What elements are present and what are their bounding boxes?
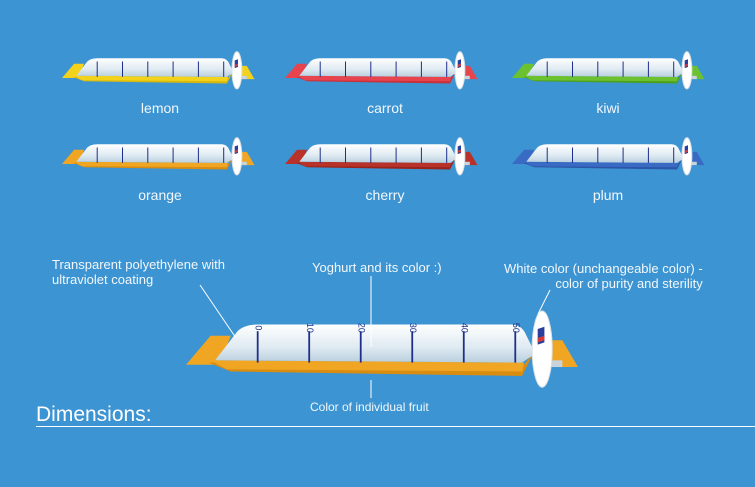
variant-kiwi [512,51,705,90]
flange-disc [681,137,693,176]
leader-packaging [199,284,237,339]
tube-fruit-band [210,360,525,372]
plunger-stub [462,75,470,80]
variant-plum [512,137,705,176]
scale-mark-label: 50 [511,323,521,333]
variant-label-plum: plum [592,187,624,203]
callout-white-line1: White color (unchangeable color) - [504,261,703,276]
tube-fruit-band [297,75,452,82]
flange-disc [454,51,466,90]
callout-white-line2: color of purity and sterility [555,276,703,291]
tube-body [76,58,234,77]
callout-fruit-color: Color of individual fruit [310,400,429,414]
flange-disc [531,310,553,388]
tube-fruit-band [524,75,679,82]
variant-label-lemon: lemon [140,100,180,116]
plunger-stub [546,360,563,368]
plunger-stub [689,75,697,80]
variant-label-carrot: carrot [367,100,403,116]
leader-white-color [537,289,551,315]
scale-mark-label: 0 [253,325,263,330]
plunger-stub [462,161,470,166]
variant-label-orange: orange [138,187,182,203]
variant-lemon [62,51,255,90]
plunger-stub [689,161,697,166]
scale-mark-label: 30 [408,323,418,333]
callout-white-color: White color (unchangeable color) - color… [504,261,703,291]
tube-fruit-band [74,161,229,168]
tube-fruit-band [524,161,679,168]
variant-label-kiwi: kiwi [596,100,620,116]
dimensions-divider [36,426,755,427]
variant-cherry [285,137,478,176]
flange-disc [454,137,466,176]
variant-orange [62,137,255,176]
flange-disc [231,137,243,176]
callout-packaging-line2: ultraviolet coating [52,272,154,287]
callout-packaging-line1: Transparent polyethylene with [52,257,225,272]
tube-body [526,58,684,77]
main-product: 0 10 20 30 40 50 [186,310,578,388]
tube-body [299,144,457,163]
tube-body [215,324,536,363]
dimensions-title: Dimensions: [36,403,152,426]
tube-body [526,144,684,163]
flange-disc [681,51,693,90]
variant-carrot [285,51,478,90]
variant-label-cherry: cherry [365,187,405,203]
plunger-stub [239,161,247,166]
tube-body [76,144,234,163]
tube-fruit-band [74,75,229,82]
flange-disc [231,51,243,90]
tube-body [299,58,457,77]
plunger-stub [239,75,247,80]
tube-fruit-band [297,161,452,168]
callout-packaging: Transparent polyethylene with ultraviole… [52,257,225,287]
scale-mark-label: 20 [356,323,366,333]
scale-mark-label: 40 [459,323,469,333]
scale-mark-label: 10 [305,323,315,333]
callout-yoghurt: Yoghurt and its color :) [312,260,442,275]
